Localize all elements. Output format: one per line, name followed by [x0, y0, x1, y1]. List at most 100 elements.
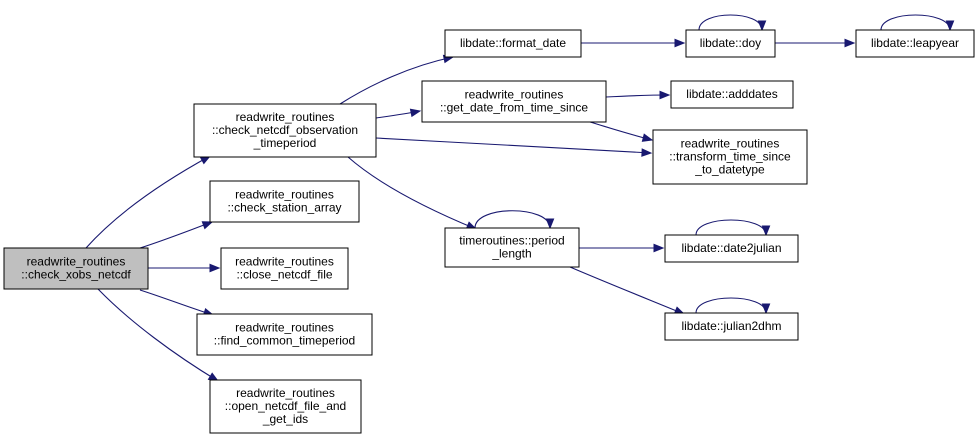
node-adddates[interactable]: libdate::adddates	[670, 80, 794, 109]
edge-line	[139, 289, 214, 316]
node-transform_time_since_to_datetype[interactable]: readwrite_routines::transform_time_since…	[652, 129, 808, 185]
edge-line	[695, 297, 767, 314]
node-label-line: libdate::format_date	[460, 36, 566, 50]
node-box	[664, 312, 799, 341]
arrowhead-icon	[409, 108, 422, 118]
call-edge-check_netcdf_observation_timeperiod-to-period_length	[347, 156, 478, 230]
edge-line	[695, 219, 767, 236]
call-edge-get_date_from_time_since-to-adddates	[605, 90, 671, 100]
node-box	[652, 129, 808, 185]
node-julian2dhm[interactable]: libdate::julian2dhm	[664, 312, 799, 341]
node-label-line: ::transform_time_since	[669, 150, 791, 164]
node-label-line: ::close_netcdf_file	[236, 268, 332, 282]
node-check_station_array[interactable]: readwrite_routines::check_station_array	[209, 180, 360, 223]
node-close_netcdf_file[interactable]: readwrite_routines::close_netcdf_file	[220, 247, 349, 290]
call-edge-check_netcdf_observation_timeperiod-to-transform_time_since_to_datetype	[375, 137, 653, 157]
node-label-line: ::open_netcdf_file_and	[225, 399, 346, 413]
call-edge-check_netcdf_observation_timeperiod-to-get_date_from_time_since	[375, 108, 422, 119]
arrowhead-icon	[545, 218, 555, 230]
node-label-line: readwrite_routines	[27, 255, 126, 269]
arrowhead-icon	[653, 243, 665, 253]
edge-line	[97, 288, 219, 382]
arrowhead-icon	[757, 20, 767, 32]
edge-line	[375, 137, 652, 154]
arrowhead-icon	[761, 303, 771, 315]
call-edge-check_xobs_netcdf-to-find_common_timeperiod	[139, 289, 215, 317]
node-label-line: ::get_date_from_time_since	[440, 101, 588, 115]
node-box	[664, 234, 799, 263]
node-check_netcdf_observation_timeperiod[interactable]: readwrite_routines::check_netcdf_observa…	[193, 103, 377, 158]
node-get_date_from_time_since[interactable]: readwrite_routines::get_date_from_time_s…	[421, 80, 607, 123]
call-edge-format_date-to-doy	[581, 38, 686, 48]
node-box	[444, 227, 580, 268]
arrowhead-icon	[659, 90, 671, 100]
node-label-line: readwrite_routines	[236, 386, 335, 400]
call-edge-check_xobs_netcdf-to-close_netcdf_file	[148, 263, 221, 273]
node-box	[421, 80, 607, 123]
call-edge-leapyear-to-leapyear	[880, 14, 955, 32]
node-label-line: readwrite_routines	[465, 88, 564, 102]
node-label-line: readwrite_routines	[681, 137, 780, 151]
node-box	[209, 379, 362, 434]
edge-line	[474, 210, 551, 229]
node-box	[444, 29, 582, 58]
edge-line	[880, 14, 951, 31]
node-leapyear[interactable]: libdate::leapyear	[855, 29, 975, 58]
node-open_netcdf_file_and_get_ids[interactable]: readwrite_routines::open_netcdf_file_and…	[209, 379, 362, 434]
edge-line	[139, 221, 213, 249]
node-period_length[interactable]: timeroutines::period_length	[444, 227, 580, 268]
call-edge-doy-to-doy	[698, 14, 767, 32]
arrowhead-icon	[641, 148, 653, 157]
node-label-line: libdate::adddates	[686, 87, 777, 101]
arrowhead-icon	[674, 38, 686, 48]
arrowhead-icon	[209, 263, 221, 273]
arrowhead-icon	[641, 133, 654, 142]
node-label-line: readwrite_routines	[235, 188, 334, 202]
node-label-line: ::check_xobs_netcdf	[21, 268, 131, 282]
call-edge-doy-to-leapyear	[775, 38, 856, 48]
call-edge-period_length-to-julian2dhm	[569, 266, 686, 315]
arrowhead-icon	[844, 38, 856, 48]
edge-line	[85, 155, 211, 249]
call-edge-date2julian-to-date2julian	[695, 219, 771, 237]
node-box	[209, 180, 360, 223]
node-label-line: readwrite_routines	[235, 321, 334, 335]
node-box	[855, 29, 975, 58]
node-label-line: _to_datetype	[694, 163, 765, 177]
call-edge-check_xobs_netcdf-to-check_netcdf_observation_timeperiod	[85, 155, 212, 249]
node-find_common_timeperiod[interactable]: readwrite_routines::find_common_timeperi…	[196, 313, 373, 356]
call-edge-julian2dhm-to-julian2dhm	[695, 297, 771, 315]
arrowhead-icon	[201, 221, 214, 230]
node-format_date[interactable]: libdate::format_date	[444, 29, 582, 58]
arrowhead-icon	[945, 20, 955, 32]
node-label-line: ::check_station_array	[227, 201, 341, 215]
call-nodes: readwrite_routines::check_xobs_netcdfrea…	[3, 29, 975, 434]
node-label-line: readwrite_routines	[235, 255, 334, 269]
node-box	[220, 247, 349, 290]
edge-line	[569, 266, 685, 315]
node-label-line: libdate::doy	[700, 36, 761, 50]
node-check_xobs_netcdf[interactable]: readwrite_routines::check_xobs_netcdf	[3, 247, 149, 290]
node-label-line: libdate::date2julian	[681, 241, 781, 255]
edge-line	[589, 121, 653, 141]
call-edge-get_date_from_time_since-to-transform_time_since_to_datetype	[589, 121, 654, 142]
call-edge-period_length-to-period_length	[474, 210, 555, 230]
edge-line	[339, 56, 454, 105]
node-doy[interactable]: libdate::doy	[685, 29, 776, 58]
node-label-line: readwrite_routines	[236, 110, 335, 124]
node-label-line: libdate::julian2dhm	[681, 319, 781, 333]
node-box	[196, 313, 373, 356]
edge-line	[698, 14, 763, 31]
node-box	[3, 247, 149, 290]
node-label-line: libdate::leapyear	[871, 36, 959, 50]
arrowhead-icon	[761, 225, 771, 237]
node-label-line: _get_ids	[262, 412, 308, 426]
node-label-line: ::find_common_timeperiod	[214, 334, 355, 348]
node-label-line: _timeperiod	[253, 136, 317, 150]
node-box	[193, 103, 377, 158]
node-box	[685, 29, 776, 58]
node-label-line: _length	[491, 247, 531, 261]
call-edge-period_length-to-date2julian	[579, 243, 665, 253]
node-date2julian[interactable]: libdate::date2julian	[664, 234, 799, 263]
